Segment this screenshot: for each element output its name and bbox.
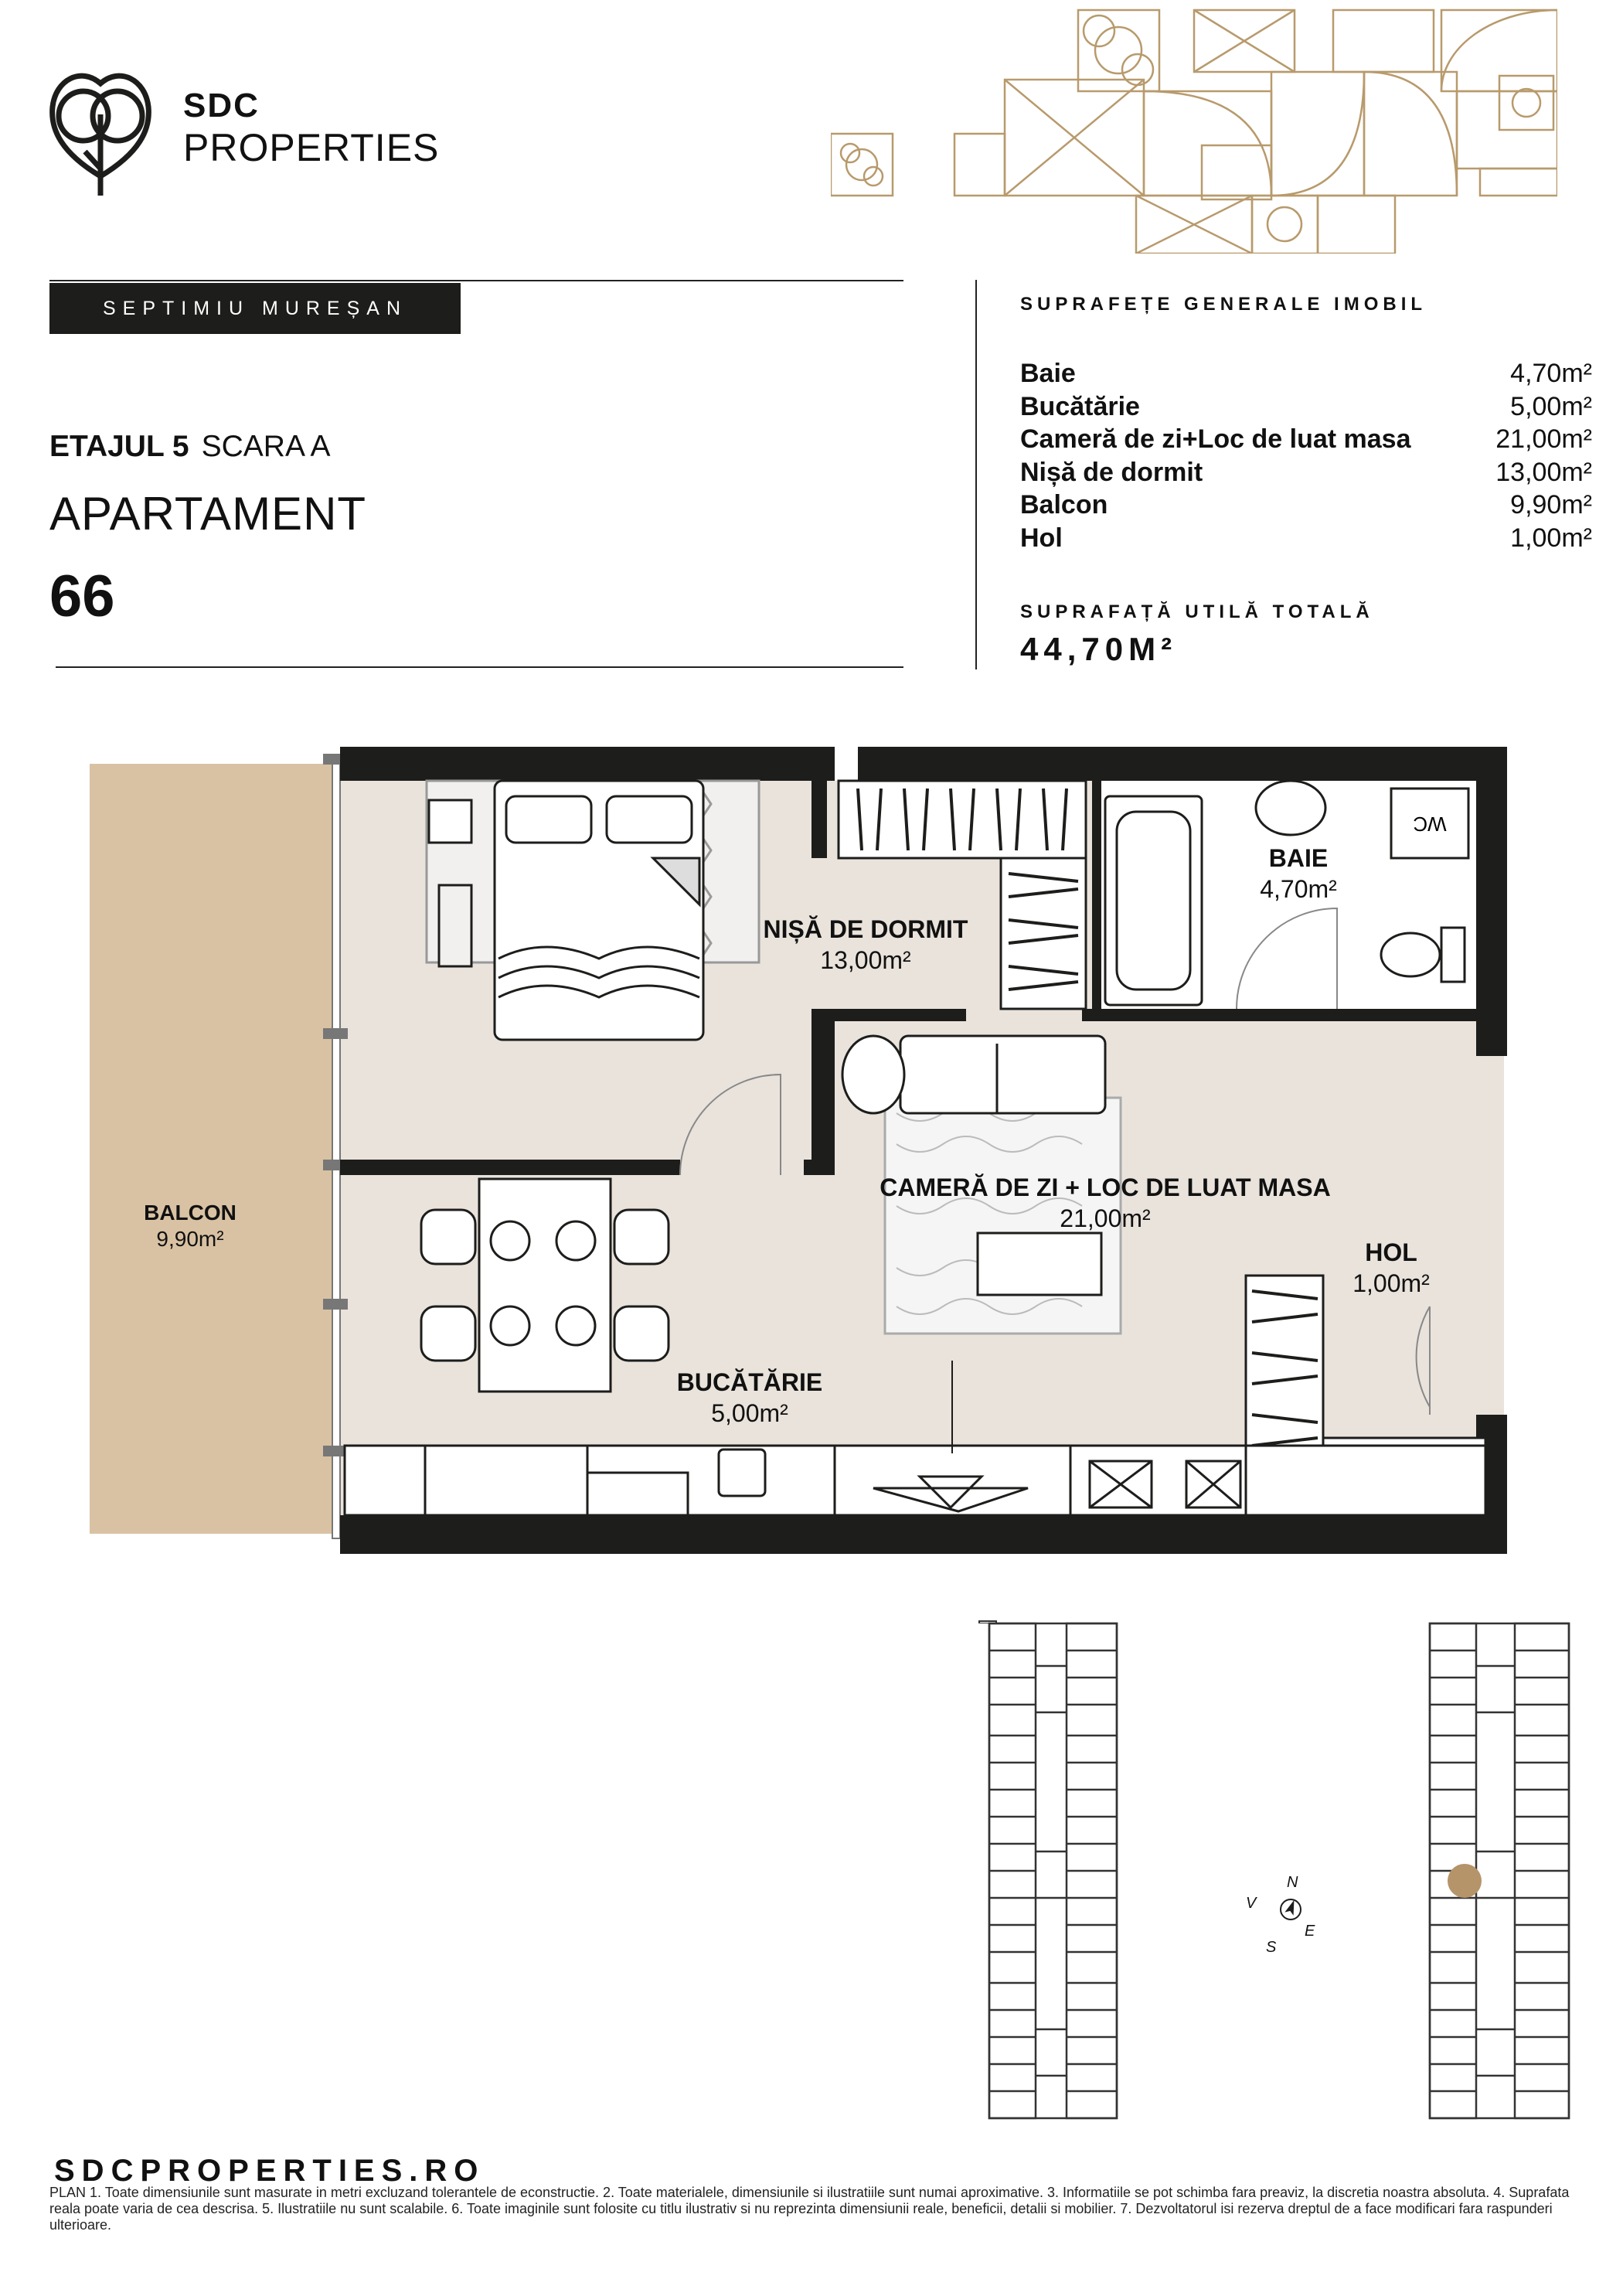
brand-name: SDC [183,87,260,124]
decorative-pattern [831,9,1557,254]
project-badge: SEPTIMIU MUREȘAN [49,283,461,334]
total-area-label: SUPRAFAȚĂ UTILĂ TOTALĂ [1020,601,1374,622]
floor-plan: WC [90,747,1507,1623]
vertical-divider [975,280,977,669]
key-plan-left [988,1622,1118,2120]
apartment-label: APARTAMENT [49,488,367,540]
compass-north: N [1287,1874,1298,1891]
floor-label: ETAJUL 5 [49,430,189,463]
website-link[interactable]: SDCPROPERTIES.RO [54,2154,485,2188]
balcony-area [90,764,337,1534]
total-area-value: 44,70M² [1020,631,1178,667]
disclaimer-text: PLAN 1. Toate dimensiunile sunt masurate… [49,2185,1570,2233]
floor-info: ETAJUL 5 SCARA A [49,430,331,464]
apartment-number: 66 [49,564,115,629]
compass-west: V [1246,1895,1257,1912]
stair-label: SCARA A [201,430,331,463]
walls [340,747,1507,1554]
compass-south: S [1266,1939,1277,1956]
compass-east: E [1305,1923,1315,1940]
header-divider-bottom [56,666,903,668]
key-plan-right [1428,1622,1570,2120]
wc-sign: WC [1413,812,1446,836]
apartment-location-marker [1448,1864,1482,1898]
compass-icon [1280,1899,1301,1920]
areas-title: SUPRAFEȚE GENERALE IMOBIL [1020,294,1427,315]
brand-subtitle: PROPERTIES [183,126,440,169]
logo-icon [49,73,151,196]
key-plans [978,1620,997,1623]
header-divider-top [49,280,903,281]
